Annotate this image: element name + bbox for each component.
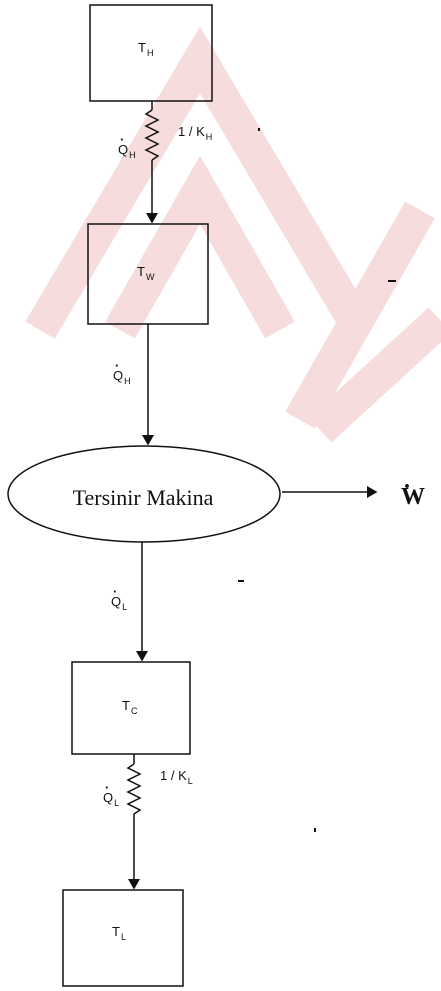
hot-reservoir-label: TH [138,40,154,58]
engine-ellipse [7,445,281,543]
cold-reservoir-label: TL [112,924,126,942]
cold-reservoir-box [62,889,184,987]
q-cold-label-2: QL [103,780,119,808]
cold-wall-box [71,661,191,755]
hot-resistor [144,109,160,161]
cold-resistance-label: 1 / KL [160,768,193,786]
q-cold-label-1: QL [111,584,127,612]
cold-wall-label: TC [122,698,138,716]
work-label: W [401,474,425,511]
q-hot-label-2: QH [113,358,131,386]
hot-reservoir-box [89,4,213,102]
hot-wall-label: TW [137,264,155,282]
q-hot-label-1: QH [118,132,136,160]
engine-label: Tersinir Makina [72,485,214,510]
hot-resistance-label: 1 / KH [178,124,213,142]
cold-resistor [126,763,142,815]
